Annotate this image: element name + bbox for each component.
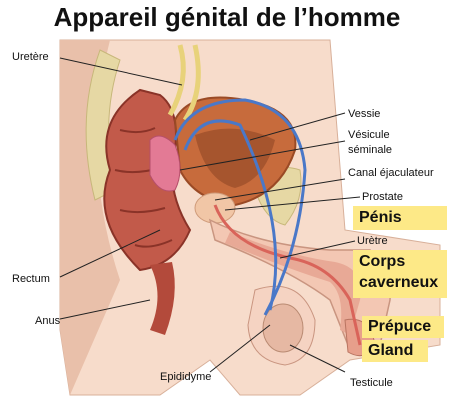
label-rectum: Rectum	[12, 273, 50, 285]
seminal-vesicle-shape	[149, 135, 181, 192]
highlight-corps: Corps caverneux	[353, 250, 447, 298]
label-corps-1: Corps	[359, 253, 406, 270]
label-corps-2: caverneux	[359, 274, 439, 291]
leader-lines	[59, 57, 361, 373]
ureter-line	[167, 44, 201, 122]
label-vesicule-1: Vésicule	[348, 129, 390, 141]
label-uretre: Urètre	[357, 235, 388, 247]
rectum-folds	[114, 127, 173, 248]
highlight-penis: Pénis	[353, 206, 447, 230]
label-uretere: Uretère	[12, 51, 49, 63]
label-gland: Gland	[368, 342, 414, 359]
highlight-prepuce: Prépuce	[362, 316, 444, 338]
highlight-gland: Gland	[362, 340, 428, 362]
label-testicule: Testicule	[350, 377, 393, 389]
label-vessie: Vessie	[348, 108, 380, 120]
page-title: Appareil génital de l’homme	[53, 2, 401, 32]
label-canal: Canal éjaculateur	[348, 167, 434, 179]
back-shadow	[60, 40, 120, 395]
label-anus: Anus	[35, 315, 61, 327]
bladder-inner	[195, 128, 275, 188]
label-prostate: Prostate	[362, 191, 403, 203]
label-epididyme: Epididyme	[160, 371, 211, 383]
label-vesicule-2: séminale	[348, 144, 392, 156]
label-prepuce: Prépuce	[368, 318, 432, 335]
testicle-shape	[262, 303, 304, 353]
anal-canal	[150, 262, 175, 335]
label-penis: Pénis	[359, 209, 402, 226]
